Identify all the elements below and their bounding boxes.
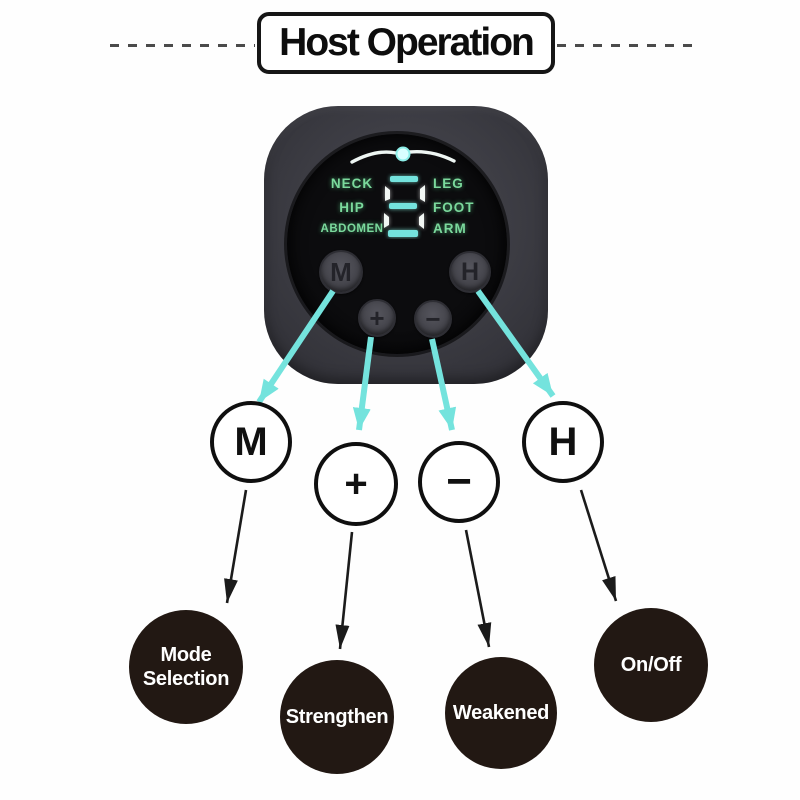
- title-banner: Host Operation: [257, 12, 555, 74]
- outcome-mode-selection-label: Mode Selection: [142, 644, 230, 690]
- display-label-neck: NECK: [330, 176, 374, 191]
- device-button-plus-label: +: [369, 302, 385, 333]
- legend-circle-h: H: [522, 401, 604, 483]
- device-button-minus: −: [414, 300, 452, 338]
- device-button-minus-label: −: [425, 303, 441, 334]
- outcome-on-off: On/Off: [594, 608, 708, 722]
- legend-symbol-h: H: [548, 419, 578, 464]
- dashed-rule-left: [110, 44, 255, 47]
- display-label-hip: HIP: [339, 200, 365, 215]
- legend-symbol-m: M: [234, 419, 268, 464]
- outcome-weakened-label: Weakened: [452, 702, 550, 724]
- display-intensity-arc-icon: [350, 146, 456, 164]
- black-arrow-mode: [224, 489, 248, 604]
- legend-circle-m: M: [210, 401, 292, 483]
- legend-circle-minus: −: [418, 441, 500, 523]
- legend-symbol-minus: −: [446, 457, 472, 506]
- outcome-on-off-label: On/Off: [620, 654, 682, 676]
- outcome-weakened: Weakened: [445, 657, 557, 769]
- display-digit: [384, 176, 425, 237]
- legend-symbol-plus: +: [344, 461, 368, 506]
- black-arrow-onoff: [579, 489, 618, 602]
- device-button-m-label: M: [330, 256, 352, 287]
- black-arrow-strengthen: [335, 531, 354, 650]
- display-label-abdomen: ABDOMEN: [320, 223, 384, 235]
- display-label-foot: FOOT: [433, 200, 475, 215]
- outcome-strengthen-label: Strengthen: [285, 706, 389, 728]
- outcome-strengthen: Strengthen: [280, 660, 394, 774]
- page-title: Host Operation: [279, 21, 535, 64]
- black-arrow-weakened: [464, 529, 492, 648]
- outcome-mode-selection: Mode Selection: [129, 610, 243, 724]
- device-button-h: H: [449, 251, 491, 293]
- legend-circle-plus: +: [314, 442, 398, 526]
- display-label-leg: LEG: [433, 176, 464, 191]
- device-button-plus: +: [358, 299, 396, 337]
- display-label-arm: ARM: [433, 221, 467, 236]
- device-button-m: M: [319, 250, 363, 294]
- dashed-rule-right: [557, 44, 692, 47]
- device-button-h-label: H: [460, 257, 480, 286]
